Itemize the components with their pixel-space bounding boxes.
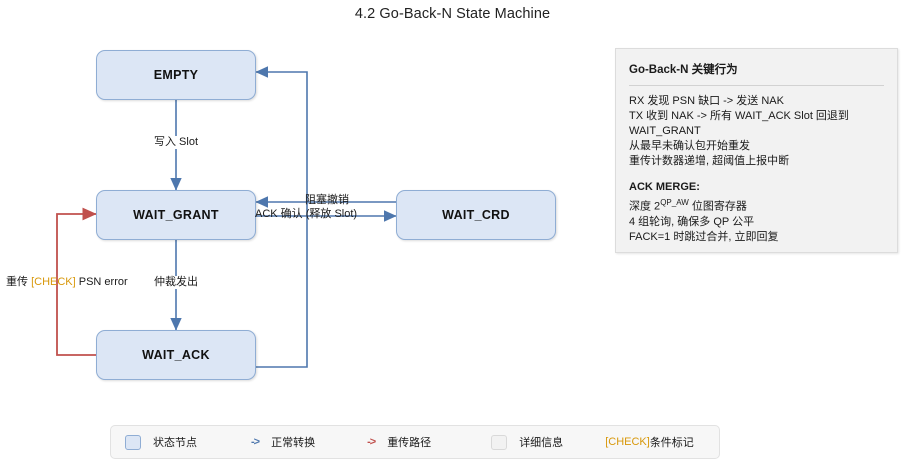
edge-label-block-cancel: 阻塞撤销 [305,194,349,206]
legend-bar: 状态节点 -> 正常转换 -> 重传路径 详细信息 [CHECK] 条件标记 [110,425,720,459]
info-panel-heading: Go-Back-N 关键行为 [629,64,738,76]
behavior-line-3: 从最早未确认包开始重发 [629,140,750,152]
detail-swatch-icon [491,434,508,450]
legend-item-state-node: 状态节点 [111,434,197,450]
ack-merge-line-0: 4 组轮询, 确保多 QP 公平 [629,215,755,228]
normal-arrow-icon: -> [251,436,260,448]
behavior-line-2: WAIT_GRANT [629,125,701,137]
merge-depth-exponent: QP_AW [660,198,689,207]
behavior-line-0: RX 发现 PSN 缺口 -> 发送 NAK [629,95,784,107]
page-title: 4.2 Go-Back-N State Machine [354,6,551,22]
info-panel-divider [629,85,884,86]
legend-label-detail: 详细信息 [519,437,564,449]
retransmit-prefix: 重传 [6,276,32,288]
state-node-wait-crd[interactable]: WAIT_CRD [396,190,556,240]
legend-label-retransmit-path: 重传路径 [387,437,432,449]
edge-label-arbitrate: 仲裁发出 [152,276,200,289]
edge-waitack-to-waitgrant-retransmit [56,207,97,356]
legend-label-check-tag: 条件标记 [649,437,694,449]
ack-merge-title: ACK MERGE: [629,181,700,193]
legend-item-normal-transition: -> 正常转换 [197,434,315,450]
ack-merge-line-1: FACK=1 时跳过合并, 立即回复 [629,230,779,243]
edge-waitack-to-empty [255,66,308,368]
legend-item-detail: 详细信息 [431,434,563,450]
state-node-empty[interactable]: EMPTY [96,50,256,100]
retransmit-suffix: PSN error [75,276,128,288]
edge-label-retransmit: 重传 [CHECK] PSN error [4,276,130,289]
behavior-line-1: TX 收到 NAK -> 所有 WAIT_ACK Slot 回退到 [629,110,849,122]
legend-item-retransmit-path: -> 重传路径 [315,434,431,450]
edge-label-write-slot: 写入 Slot [152,136,201,149]
merge-depth-suffix: 位图寄存器 [688,200,747,213]
state-node-wait-grant[interactable]: WAIT_GRANT [96,190,256,240]
legend-label-normal-transition: 正常转换 [271,437,316,449]
state-node-wait-ack[interactable]: WAIT_ACK [96,330,256,380]
legend-check-tag-icon: [CHECK] [605,436,650,448]
retransmit-arrow-icon: -> [367,436,376,448]
behavior-line-4: 重传计数器递增, 超阈值上报中断 [629,155,790,167]
info-panel: Go-Back-N 关键行为 RX 发现 PSN 缺口 -> 发送 NAK TX… [615,48,898,253]
merge-depth-prefix: 深度 2 [629,200,661,213]
legend-label-state-node: 状态节点 [153,437,197,449]
check-tag: [CHECK] [31,276,76,288]
ack-merge-depth: 深度 2QP_AW 位图寄存器 [629,195,884,215]
legend-item-check-tag: [CHECK] 条件标记 [563,434,694,450]
edge-label-ack-confirm: ACK 确认 (释放 Slot) [255,208,358,220]
state-node-swatch-icon [125,434,141,450]
